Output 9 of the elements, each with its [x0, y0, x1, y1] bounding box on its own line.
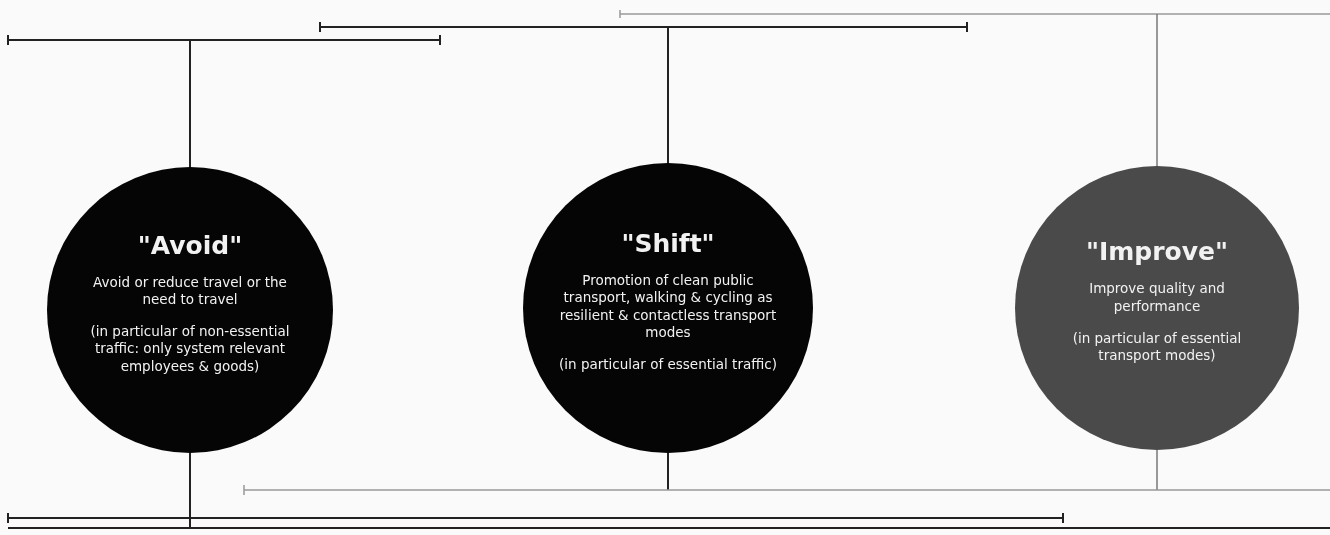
node-heading: "Avoid"	[137, 230, 243, 260]
node-description: Improve quality and performance	[1088, 280, 1226, 316]
node-heading: "Improve"	[1085, 237, 1229, 267]
node-note: (in particular of essential traffic)	[559, 355, 777, 374]
node-heading: "Shift"	[621, 228, 715, 258]
node-description: Promotion of clean public transport, walking & cycling as resilient & contactless transport modes	[558, 271, 778, 342]
node-note: (in particular of non-essential traffic: only system relevant employees & goods)	[89, 322, 291, 376]
node-description: Avoid or reduce travel or the need to travel	[92, 273, 288, 309]
node-note: (in particular of essential transport modes)	[1071, 329, 1243, 365]
